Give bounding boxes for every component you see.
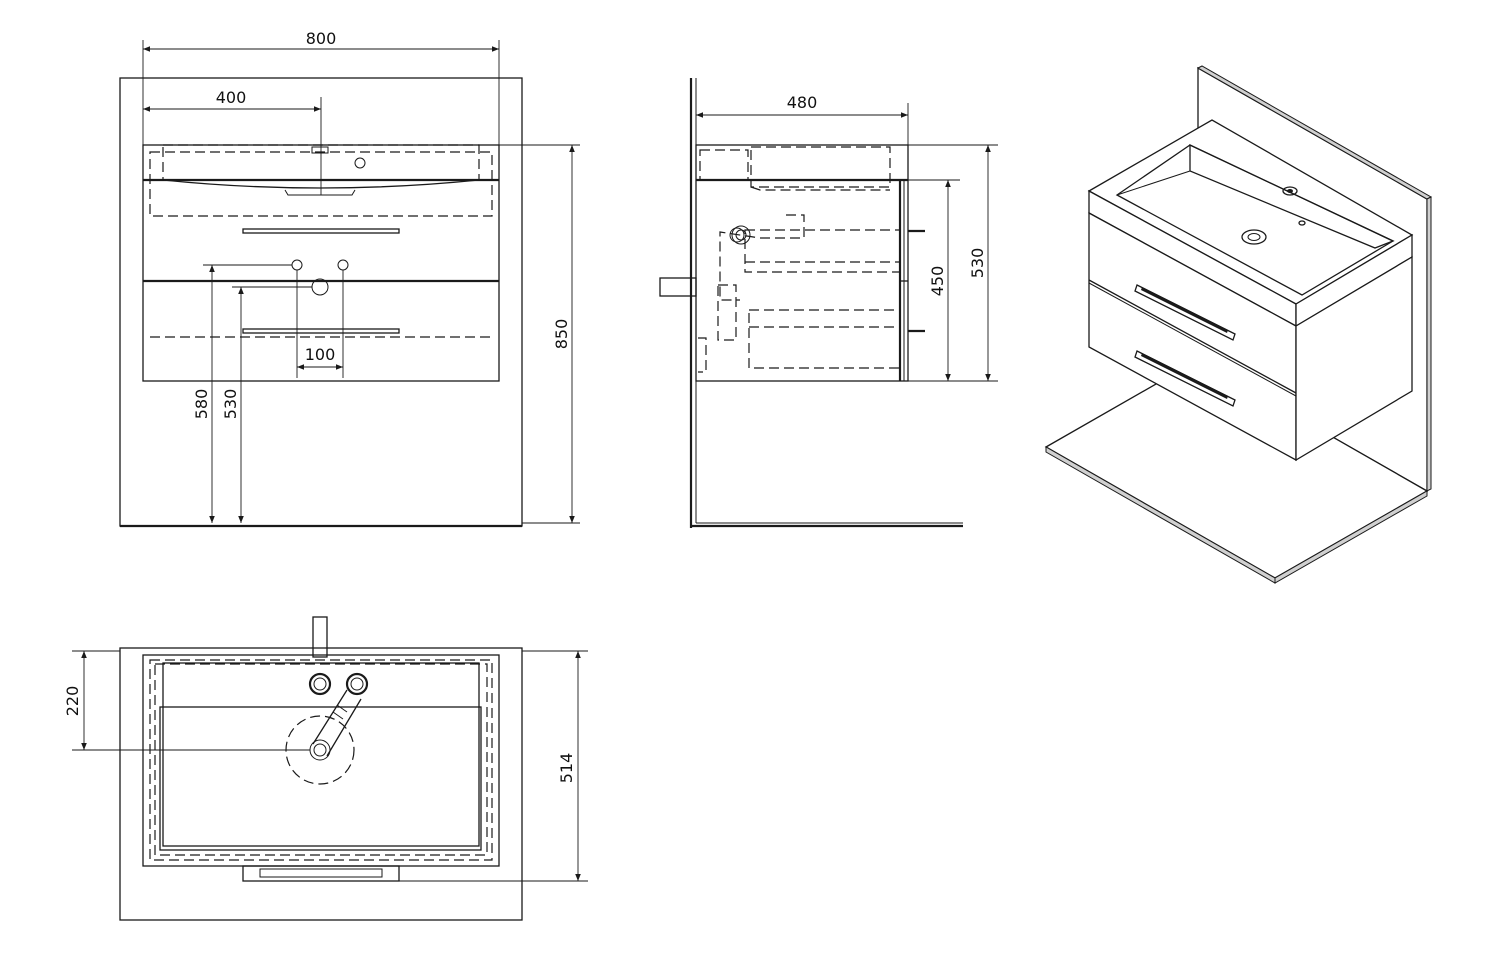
side-basin-hidden (750, 146, 891, 188)
dim-label-800: 800 (306, 29, 337, 48)
front-view: 800 400 100 850 580 530 (119, 29, 580, 528)
side-wall-drain-pipe (659, 277, 697, 297)
top-siphon-left (308, 672, 332, 696)
top-handle (242, 865, 400, 882)
dim-label-480: 480 (787, 93, 818, 112)
front-handle-top (242, 228, 400, 234)
iso-drawer-split (1088, 279, 1297, 394)
side-drawer-top-hidden (744, 229, 901, 273)
iso-drain (1241, 229, 1267, 245)
dim-label-530-side: 530 (968, 248, 987, 279)
iso-tap-hole (1282, 186, 1298, 196)
dim-label-850: 850 (552, 319, 571, 350)
side-cabinet-body (695, 144, 909, 382)
front-handle-bottom (242, 328, 400, 334)
dim-label-450: 450 (928, 266, 947, 297)
front-hole-right (337, 259, 349, 271)
side-siphon-nut (731, 225, 751, 245)
top-view: 514 220 (63, 616, 588, 921)
dim-label-514: 514 (557, 753, 576, 784)
front-tap-hole (354, 157, 366, 169)
iso-cabinet-side (1295, 255, 1413, 462)
side-view: 480 530 450 (659, 78, 998, 528)
top-basin-outline (162, 662, 480, 847)
top-basin-bowl (159, 706, 482, 851)
front-basin-curve (162, 179, 480, 189)
top-cabinet (142, 654, 500, 867)
side-siphon (719, 214, 805, 301)
dim-label-100: 100 (305, 345, 336, 364)
top-tap-pipe (312, 616, 328, 658)
dim-label-220: 220 (63, 686, 82, 717)
isometric-view (1044, 65, 1433, 584)
front-drain-shape (284, 189, 356, 196)
front-hole-left (291, 259, 303, 271)
side-drawer-bottom-hidden (748, 309, 901, 369)
dim-label-400: 400 (216, 88, 247, 107)
top-siphon-pipe (312, 689, 362, 757)
dim-label-580: 580 (192, 389, 211, 420)
dim-label-530-front: 530 (221, 389, 240, 420)
top-siphon-right (345, 672, 369, 696)
front-overflow (311, 146, 329, 154)
